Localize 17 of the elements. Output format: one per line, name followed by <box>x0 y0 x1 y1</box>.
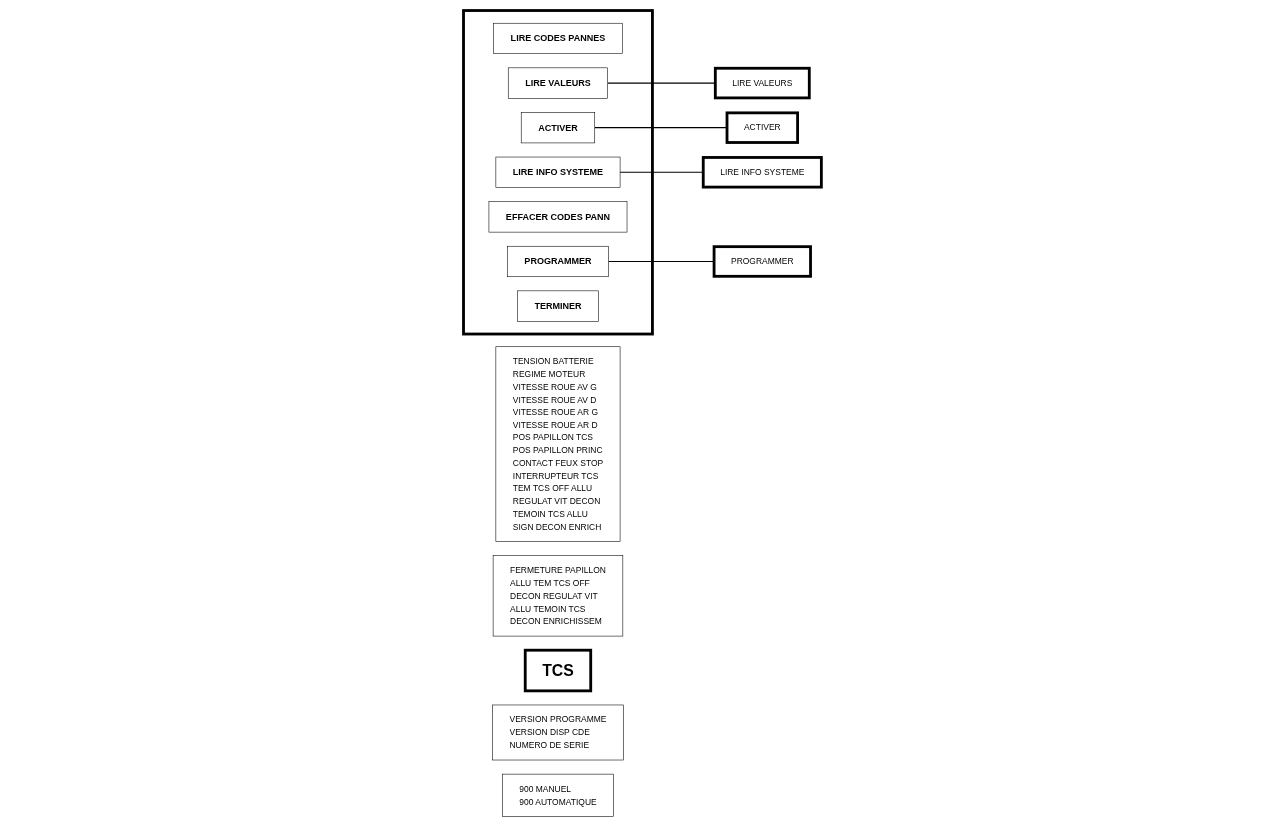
node-box: FERMETURE PAPILLON ALLU TEM TCS OFF DECON REGULAT VIT ALLU TEMOIN TCS DECON ENRICHISSEM <box>492 554 623 636</box>
node-box: VERSION PROGRAMME VERSION DISP CDE NUMERO DE SERIE <box>491 704 624 760</box>
node-box: ACTIVER <box>520 111 595 143</box>
node-box: TENSION BATTERIE REGIME MOTEUR VITESSE ROUE AV G VITESSE ROUE AV D VITESSE ROUE AR G VITESSE ROUE AR D POS PAPILLON TCS POS PAPILLON PRINC CONTACT FEUX STOP INTERRUPTEUR TCS TEM TCS OFF ALLU REGULAT VIT DECON TEMOIN TCS ALLU SIGN DECON ENRICH <box>495 345 620 542</box>
node-box: LIRE VALEURS <box>713 66 811 99</box>
node-box: LIRE INFO SYSTEME <box>701 155 823 188</box>
node-box: LIRE INFO SYSTEME <box>495 156 620 188</box>
node-box: TCS <box>523 648 592 692</box>
node-box: 900 MANUEL 900 AUTOMATIQUE <box>501 773 614 817</box>
cluster <box>461 8 654 335</box>
node-box: EFFACER CODES PANN <box>488 200 627 232</box>
node-box: ACTIVER <box>725 110 799 144</box>
node-box: TERMINER <box>516 290 599 322</box>
node-box: LIRE CODES PANNES <box>492 22 623 54</box>
node-box: LIRE VALEURS <box>507 67 608 99</box>
node-box: PROGRAMMER <box>712 244 812 278</box>
node-box: PROGRAMMER <box>506 245 609 277</box>
